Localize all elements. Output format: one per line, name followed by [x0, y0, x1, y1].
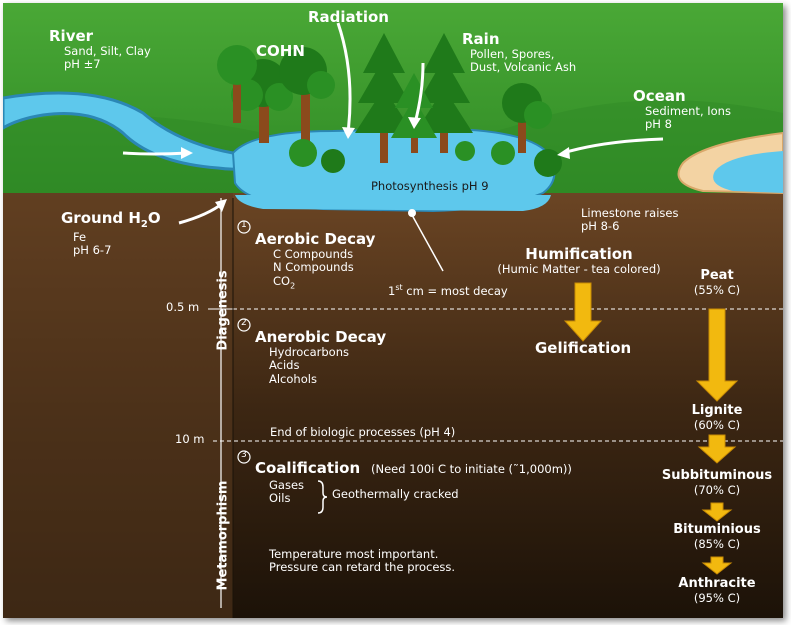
ocean-line2: pH 8: [645, 117, 672, 132]
humification-title: Humification: [525, 245, 633, 263]
rain-line1: Pollen, Spores,: [470, 47, 555, 62]
river-line1: Sand, Silt, Clay: [64, 44, 151, 59]
coal-rank-carbon: (60% C): [693, 417, 741, 432]
river-label: River Sand, Silt, Clay pH ±7: [49, 27, 151, 72]
stage1-block: Aerobic Decay C Compounds N Compounds CO…: [255, 230, 376, 290]
pond-bottom: [235, 195, 551, 211]
river: [3, 91, 266, 171]
first-cm-label: 1st cm = most decay: [388, 283, 508, 298]
temperature-line2: Pressure can retard the process.: [269, 560, 456, 575]
coal-rank-carbon: (95% C): [693, 590, 741, 605]
temperature-note: Temperature most important. Pressure can…: [269, 547, 456, 575]
coal-rank-bituminious: Bituminious (85% C): [673, 522, 761, 551]
humification-block: Humification (Humic Matter - tea colored…: [497, 245, 661, 277]
coal-rank-name: Bituminious: [673, 522, 761, 537]
rain-title: Rain: [462, 30, 500, 48]
limestone-line2: pH 8-6: [581, 219, 620, 234]
diagenesis-label: Diagenesis: [215, 270, 231, 351]
ground-water-title: Ground H2O: [61, 209, 161, 230]
coal-formation-diagram: River Sand, Silt, Clay pH ±7 COHN Radiat…: [3, 3, 783, 618]
rain-label: Rain Pollen, Spores, Dust, Volcanic Ash: [462, 30, 577, 75]
geothermally-cracked-label: Geothermally cracked: [332, 487, 459, 501]
photosynthesis-label: Photosynthesis pH 9: [371, 179, 489, 193]
cohn-label: COHN: [256, 42, 305, 60]
stage1-item: C Compounds: [273, 247, 354, 262]
coal-arrows: [563, 282, 739, 575]
ocean: [713, 151, 783, 193]
gelification-label: Gelification: [535, 339, 632, 357]
stage2-number: 2: [241, 318, 247, 328]
coalification-note: (Need 100i C to initiate (˜1,000m)): [371, 462, 572, 476]
limestone-line1: Limestone raises: [581, 206, 679, 220]
humification-subtitle: (Humic Matter - tea colored): [497, 262, 661, 277]
stage2-item: Hydrocarbons: [269, 345, 349, 360]
coal-rank-lignite: Lignite (60% C): [691, 403, 743, 432]
diagram-artwork: [3, 3, 783, 618]
coal-rank-carbon: (55% C): [693, 282, 741, 297]
trees: [217, 33, 562, 177]
left-soil-column: [3, 193, 233, 618]
rain-line2: Dust, Volcanic Ash: [470, 60, 577, 75]
aerobic-decay-title: Aerobic Decay: [255, 230, 376, 248]
ocean-line1: Sediment, Ions: [645, 104, 731, 119]
coal-rank-peat: Peat (55% C): [693, 268, 741, 297]
coal-rank-carbon: (85% C): [693, 536, 741, 551]
stage2-item: Acids: [269, 358, 300, 373]
limestone-label: Limestone raises pH 8-6: [581, 206, 679, 234]
temperature-line1: Temperature most important.: [269, 547, 439, 561]
radiation-label: Radiation: [308, 8, 389, 26]
stage1-item: CO2: [273, 273, 296, 290]
river-line2: pH ±7: [64, 57, 101, 72]
coal-rank-name: Subbituminous: [661, 468, 773, 483]
depth-label-0-5m: 0.5 m: [166, 300, 200, 314]
ground-water-label: Ground H2O Fe pH 6-7: [61, 209, 161, 257]
metamorphism-label: Metamorphism: [215, 480, 231, 591]
coalification-item: Gases: [269, 478, 305, 492]
stage3-number: 3: [241, 450, 247, 460]
coal-rank-carbon: (70% C): [693, 482, 741, 497]
ocean-title: Ocean: [633, 87, 686, 105]
ground-water-line1: Fe: [73, 229, 87, 244]
river-title: River: [49, 27, 94, 45]
stage2-block: Anerobic Decay Hydrocarbons Acids Alcoho…: [255, 328, 387, 386]
coal-rank-name: Anthracite: [678, 576, 756, 591]
coalification-items: Gases Oils: [269, 478, 305, 506]
coal-rank-name: Peat: [700, 268, 734, 283]
ground-water-line2: pH 6-7: [73, 242, 112, 257]
ocean-label: Ocean Sediment, Ions pH 8: [633, 87, 731, 132]
end-biologic-label: End of biologic processes (pH 4): [270, 425, 456, 439]
stage1-item: N Compounds: [273, 260, 354, 275]
stage1-number: 1: [241, 220, 247, 230]
stage2-item: Alcohols: [269, 371, 317, 386]
depth-label-10m: 10 m: [175, 432, 205, 446]
coal-rank-name: Lignite: [691, 403, 743, 418]
anerobic-decay-title: Anerobic Decay: [255, 328, 387, 346]
coal-rank-subbituminous: Subbituminous (70% C): [661, 468, 773, 497]
coalification-title: Coalification: [255, 459, 361, 477]
coal-rank-anthracite: Anthracite (95% C): [678, 576, 756, 605]
coalification-item: Oils: [269, 491, 291, 506]
